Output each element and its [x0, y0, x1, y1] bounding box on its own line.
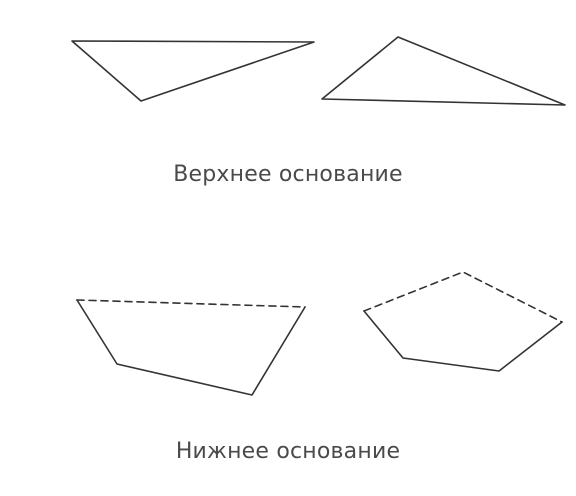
- bottom-right-pentagon: [363, 271, 563, 372]
- top-base-caption: Верхнее основание: [173, 162, 403, 187]
- pentagon-top-edges-dashed: [363, 271, 563, 323]
- quadrilateral-top-edge-dashed: [76, 299, 306, 308]
- quadrilateral-solid-edges: [76, 299, 306, 396]
- bottom-base-caption: Нижнее основание: [175, 439, 401, 464]
- bottom-left-quadrilateral: [76, 299, 306, 396]
- top-right-triangle: [321, 36, 566, 106]
- pentagon-solid-edges: [363, 310, 563, 372]
- top-left-triangle: [71, 40, 315, 102]
